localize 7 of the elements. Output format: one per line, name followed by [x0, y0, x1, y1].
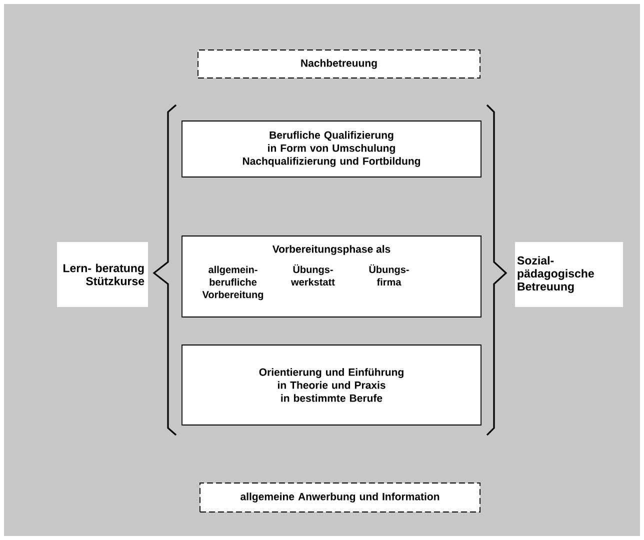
stage-box: Vorbereitungsphase als allgemein- berufliche Vorbereitung Übungs- werkstatt Übungs- firma	[182, 236, 482, 318]
side-label: Lern- beratung Stützkurse	[57, 242, 148, 307]
stage-box: Berufliche Qualifizierung in Form von Umschulung Nachqualifizierung und Fortbildung	[182, 120, 482, 178]
dashed-box: allgemeine Anwerbung und Information	[200, 482, 480, 512]
side-label: Sozial- pädagogische Betreuung	[515, 242, 623, 307]
stage-box: Orientierung und Einführung in Theorie und Praxis in bestimmte Berufe	[182, 344, 482, 426]
dashed-box: Nachbetreuung	[198, 50, 480, 78]
